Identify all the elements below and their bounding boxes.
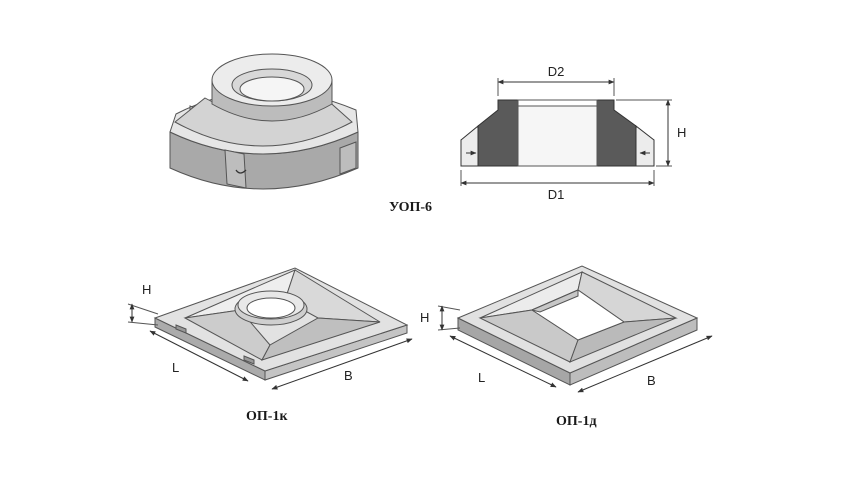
dim-d2-label: D2 bbox=[548, 64, 565, 79]
section-body-left bbox=[477, 99, 519, 167]
dim-b-op1k-label: B bbox=[344, 368, 353, 383]
uop6-isometric-view bbox=[169, 53, 359, 190]
caption-op1k: ОП-1к bbox=[246, 409, 288, 424]
dim-h-op1k-label: H bbox=[142, 282, 151, 297]
dim-l-op1d-label: L bbox=[478, 370, 485, 385]
op1d-isometric-view bbox=[437, 265, 713, 393]
dim-h-op1d-label: H bbox=[420, 310, 429, 325]
caption-uop6: УОП-6 bbox=[389, 200, 433, 215]
section-body-right bbox=[596, 99, 637, 167]
dim-l-op1k-label: L bbox=[172, 360, 179, 375]
uop6-section-view bbox=[460, 78, 672, 186]
caption-op1d: ОП-1д bbox=[556, 414, 597, 429]
op1k-isometric-view bbox=[127, 267, 413, 390]
dim-b-op1d-label: B bbox=[647, 373, 656, 388]
dim-d1-label: D1 bbox=[548, 187, 565, 202]
dim-h-section-label: H bbox=[677, 125, 686, 140]
